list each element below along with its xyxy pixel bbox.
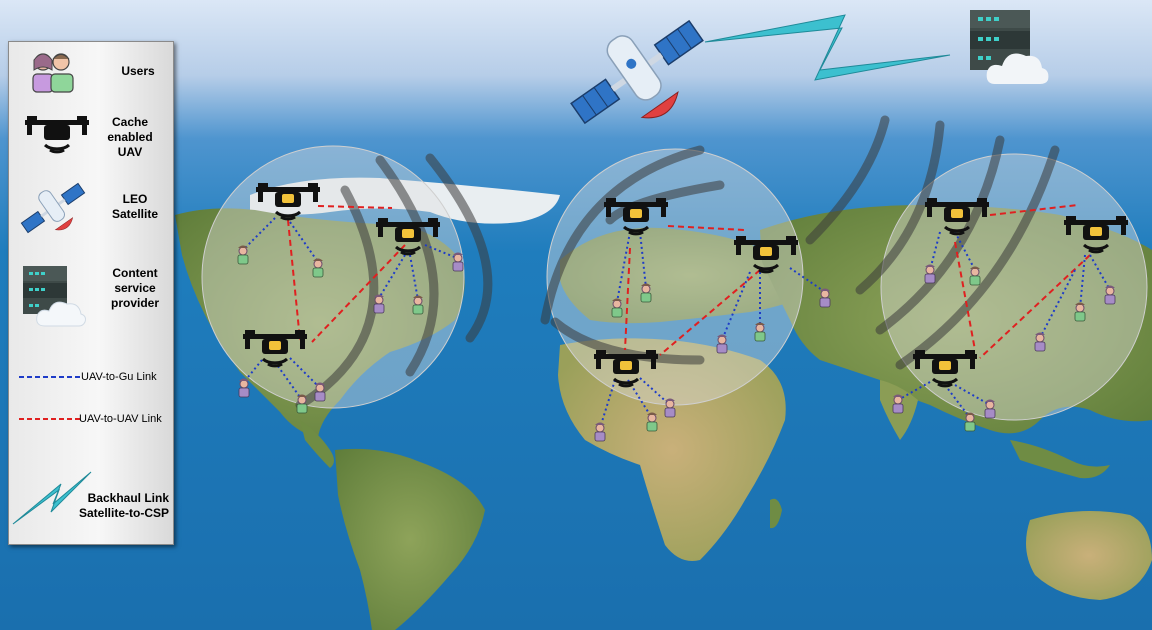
legend-uav-label: Cache enabled UAV bbox=[101, 115, 159, 160]
legend-csp-line3: provider bbox=[110, 296, 159, 310]
server-cloud-icon bbox=[23, 266, 86, 327]
legend-uav-line3: UAV bbox=[117, 145, 143, 159]
legend-backhaul-label: Backhaul Link Satellite-to-CSP bbox=[73, 491, 169, 521]
legend-uav-gu-label: UAV-to-Gu Link bbox=[81, 371, 157, 383]
uav-to-gu-link-line bbox=[19, 376, 81, 378]
legend-leo-line1: LEO bbox=[122, 192, 148, 206]
legend-csp-label: Content service provider bbox=[103, 266, 167, 311]
satellite-icon bbox=[20, 182, 86, 234]
coverage-area-americas bbox=[201, 145, 465, 409]
backhaul-link-bolt bbox=[704, 14, 951, 81]
coverage-area-europe-africa bbox=[546, 148, 804, 406]
legend-leo-label: LEO Satellite bbox=[105, 192, 165, 222]
uav-to-gu-links bbox=[242, 217, 1111, 429]
legend-users-label: Users bbox=[121, 64, 155, 78]
users-icon bbox=[32, 53, 74, 93]
legend-csp-line1: Content bbox=[112, 266, 158, 280]
legend-panel: Users Cache enabled UAV LEO Satellite bbox=[8, 41, 174, 545]
legend-leo-line2: Satellite bbox=[111, 207, 159, 221]
uav-to-uav-links bbox=[287, 204, 1091, 359]
drone-icon bbox=[25, 116, 89, 154]
legend-uav-line2: enabled bbox=[107, 130, 153, 144]
backhaul-bolt-icon bbox=[12, 471, 92, 525]
legend-csp-line2: service bbox=[114, 281, 156, 295]
legend-uav-line1: Cache bbox=[111, 115, 149, 129]
server-cloud-icon bbox=[970, 10, 1049, 84]
legend-backhaul-line1: Backhaul Link bbox=[87, 491, 169, 505]
satellite-signal-arcs bbox=[295, 115, 1060, 410]
uav-to-uav-link-line bbox=[19, 418, 81, 420]
legend-uav-uav-label: UAV-to-UAV Link bbox=[79, 413, 162, 425]
legend-backhaul-line2: Satellite-to-CSP bbox=[78, 506, 169, 520]
satellite-icon bbox=[570, 19, 704, 125]
